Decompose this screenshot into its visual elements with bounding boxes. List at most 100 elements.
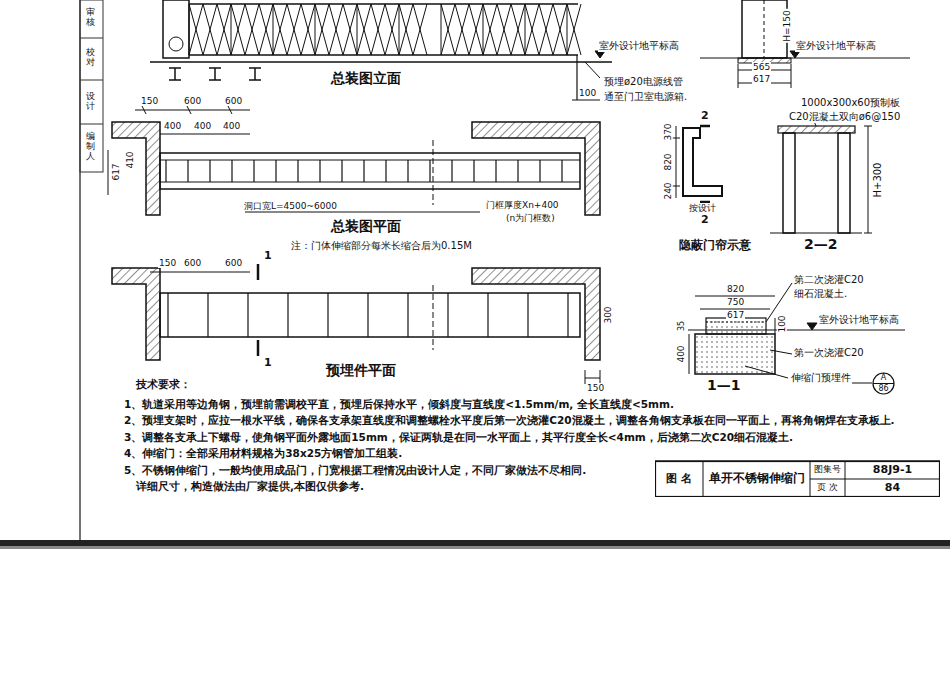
- lattice-bar: [497, 4, 511, 55]
- drawing-label: 400: [676, 344, 686, 363]
- lattice-bar: [567, 4, 568, 55]
- drawing-label: 审核: [86, 8, 95, 28]
- title-cell-text: 页 次: [810, 479, 845, 497]
- rail-rung: [447, 293, 448, 337]
- drawing-label: 细石混凝土.: [793, 288, 848, 300]
- lattice-bar: [525, 4, 539, 55]
- drawing-label: 注：门体伸缩部分每米长缩合后为0.15M: [290, 240, 473, 252]
- drawing-label: 2: [700, 110, 710, 123]
- drawing-label: 600: [183, 258, 202, 268]
- drawing-label: 600: [224, 258, 243, 268]
- rail-rung: [527, 293, 528, 337]
- lattice-bar: [553, 4, 567, 55]
- rail-rung: [327, 293, 328, 337]
- drawing-label: 100: [777, 314, 787, 333]
- drawing-label: 预埋ø20电源线管: [603, 76, 684, 88]
- embed-plan: [112, 264, 600, 384]
- drawing-label: 820: [663, 152, 673, 171]
- drawing-label: 600: [224, 96, 243, 106]
- lattice-bar: [217, 4, 231, 55]
- lattice-bar: [385, 4, 399, 55]
- index-text: A: [872, 373, 895, 383]
- scan-edge: [0, 540, 950, 546]
- lattice-bar: [357, 4, 358, 55]
- lattice-bar: [343, 4, 357, 55]
- drawing-label: 400: [222, 121, 241, 131]
- lattice-bar: [441, 4, 455, 55]
- drawing-label: 详细尺寸，构造做法由厂家提供,本图仅供参考.: [135, 480, 365, 492]
- rail-rung: [341, 160, 342, 182]
- drawing-label: 410: [125, 150, 135, 169]
- lattice-bar: [399, 4, 400, 55]
- lattice-bar: [273, 4, 287, 55]
- lattice-bar: [483, 4, 484, 55]
- lattice-bar: [357, 4, 371, 55]
- rail-rung: [231, 160, 232, 182]
- lattice-bar: [343, 4, 357, 55]
- lattice-bar: [357, 4, 371, 55]
- lattice-bar: [189, 4, 203, 55]
- lattice-bar: [525, 4, 526, 55]
- rail-rung: [495, 160, 496, 182]
- rail-rung: [209, 160, 210, 182]
- lattice-bar: [483, 4, 497, 55]
- rail-rung: [561, 160, 562, 182]
- drawing-label: 100: [578, 88, 597, 98]
- drawing-label: (n为门框数): [505, 213, 556, 223]
- lattice-bar: [399, 4, 413, 55]
- lattice-bar: [301, 4, 315, 55]
- title-grid-line: [703, 461, 704, 497]
- lattice-bar: [371, 4, 385, 55]
- rail-rung: [385, 160, 386, 182]
- lattice-bar: [329, 4, 343, 55]
- drawing-label: 室外设计地平标高: [598, 40, 680, 52]
- lattice-bar: [483, 4, 497, 55]
- detail-index-circle: A86: [872, 372, 895, 395]
- lattice-bar: [231, 4, 245, 55]
- lattice-bar: [567, 4, 581, 55]
- title-cell-text: 图集号: [810, 461, 845, 479]
- lattice-bar: [511, 4, 525, 55]
- drawing-label: 校对: [86, 48, 95, 68]
- lattice-bar: [539, 4, 553, 55]
- rail-rung: [473, 160, 474, 182]
- drawing-label: 室外设计地平标高: [795, 40, 877, 52]
- lattice-bar: [385, 4, 399, 55]
- drawing-label: 编制人: [86, 132, 95, 162]
- lattice-bar: [413, 4, 427, 55]
- drawing-label: 预埋件平面: [325, 362, 397, 378]
- drawing-label: C20混凝土双向ø6@150: [788, 111, 901, 123]
- drawing-label: 617: [111, 162, 121, 181]
- drawing-label: 150: [140, 96, 159, 106]
- lattice-bar: [455, 4, 469, 55]
- drawing-label: 伸缩门预埋件: [790, 372, 852, 384]
- drawing-label: H=150: [782, 9, 792, 43]
- lattice-bar: [203, 4, 217, 55]
- drawing-label: 5、不锈钢伸缩门，一般均使用成品门，门宽根据工程情况由设计人定，不同厂家做法不尽…: [123, 464, 587, 476]
- drawing-label: 总装图立面: [330, 70, 402, 86]
- lattice-bar: [469, 4, 483, 55]
- drawing-label: 1000x300x60预制板: [800, 97, 901, 109]
- rail-rung: [207, 293, 208, 337]
- lattice-bar: [469, 4, 483, 55]
- rail-rung: [363, 160, 364, 182]
- rail-rung: [247, 293, 248, 337]
- rail-rung: [167, 293, 168, 337]
- lattice-bar: [399, 4, 413, 55]
- rail-rung: [297, 160, 298, 182]
- drawing-label: 400: [163, 121, 182, 131]
- drawing-label: 第一次浇灌C20: [793, 347, 865, 359]
- section-1-1: [688, 283, 905, 383]
- title-block: 图 名单开不锈钢伸缩门图集号88J9-1页 次84: [655, 461, 940, 497]
- drawing-label: 2: [700, 214, 710, 227]
- drawing-label: 技术要求：: [135, 378, 192, 390]
- drawing-label: 4、伸缩门：全部采用材料规格为38x25方钢管加工组装.: [123, 447, 403, 459]
- rail-rung: [517, 160, 518, 182]
- rail-rung: [539, 160, 540, 182]
- rail-rung: [319, 160, 320, 182]
- rail-rung: [407, 293, 408, 337]
- lattice-bar: [441, 4, 442, 55]
- title-cell-text: 单开不锈钢伸缩门: [703, 461, 810, 497]
- drawing-label: 300: [603, 305, 613, 324]
- lattice-bar: [273, 4, 287, 55]
